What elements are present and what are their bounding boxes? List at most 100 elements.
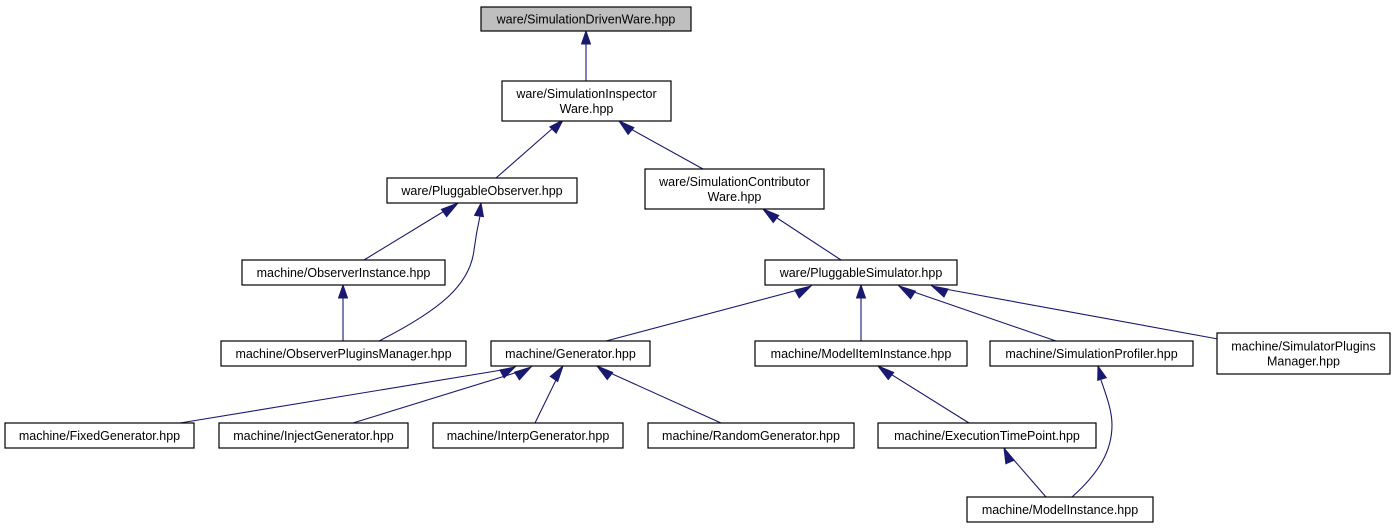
nodes-layer: ware/SimulationDrivenWare.hpp ware/Simula… bbox=[4, 6, 1391, 523]
node-n11[interactable]: machine/FixedGenerator.hpp bbox=[4, 422, 195, 449]
edge-arrowhead bbox=[549, 364, 565, 383]
node-n5[interactable]: ware/PluggableSimulator.hpp bbox=[764, 259, 958, 286]
node-n12[interactable]: machine/InjectGenerator.hpp bbox=[218, 422, 409, 449]
edge-n15-n8 bbox=[876, 364, 970, 424]
edge-n4-n2 bbox=[363, 201, 460, 261]
node-n7[interactable]: machine/Generator.hpp bbox=[490, 340, 651, 367]
node-n13[interactable]: machine/InterpGenerator.hpp bbox=[432, 422, 624, 449]
edge-line bbox=[910, 290, 1057, 342]
node-box[interactable] bbox=[241, 259, 446, 286]
edge-n3-n1 bbox=[617, 119, 704, 170]
node-box[interactable] bbox=[647, 422, 855, 449]
node-label: machine/InjectGenerator.hpp bbox=[233, 429, 394, 443]
edge-arrowhead bbox=[440, 201, 460, 218]
node-n0[interactable]: ware/SimulationDrivenWare.hpp bbox=[480, 6, 692, 32]
node-label: Manager.hpp bbox=[1267, 355, 1340, 369]
edge-line bbox=[605, 289, 799, 342]
node-label: machine/ObserverPluginsManager.hpp bbox=[235, 347, 451, 361]
edge-n7-n5 bbox=[605, 285, 813, 342]
edge-line bbox=[628, 127, 704, 170]
edge-arrowhead bbox=[761, 207, 780, 224]
edge-n6-n2 bbox=[378, 201, 485, 342]
edge-arrowhead bbox=[499, 366, 517, 379]
edge-arrowhead bbox=[513, 365, 533, 381]
node-box[interactable] bbox=[966, 496, 1154, 523]
node-box[interactable] bbox=[218, 422, 409, 449]
edge-arrowhead bbox=[897, 284, 917, 300]
node-box[interactable] bbox=[1216, 332, 1391, 375]
edge-arrowhead bbox=[617, 119, 635, 136]
edge-line bbox=[363, 209, 447, 261]
node-box[interactable] bbox=[432, 422, 624, 449]
edge-n14-n7 bbox=[595, 364, 722, 424]
edge-arrowhead bbox=[930, 285, 949, 298]
edge-arrowhead bbox=[1097, 364, 1108, 382]
edge-n9-n5 bbox=[897, 284, 1057, 342]
node-box[interactable] bbox=[754, 340, 968, 367]
node-n4[interactable]: machine/ObserverInstance.hpp bbox=[241, 259, 446, 286]
node-label: machine/InterpGenerator.hpp bbox=[447, 429, 610, 443]
edge-arrowhead bbox=[855, 283, 867, 299]
node-box[interactable] bbox=[480, 6, 692, 32]
node-label: machine/FixedGenerator.hpp bbox=[19, 429, 180, 443]
node-n2[interactable]: ware/PluggableObserver.hpp bbox=[386, 177, 578, 204]
node-n14[interactable]: machine/RandomGenerator.hpp bbox=[647, 422, 855, 449]
node-box[interactable] bbox=[764, 259, 958, 286]
node-n6[interactable]: machine/ObserverPluginsManager.hpp bbox=[220, 340, 467, 367]
node-box[interactable] bbox=[501, 80, 672, 122]
edge-line bbox=[1071, 379, 1113, 498]
node-label: machine/SimulatorPlugins bbox=[1231, 340, 1376, 354]
edge-arrowhead bbox=[548, 118, 565, 135]
node-box[interactable] bbox=[386, 177, 578, 204]
edge-n6-n4 bbox=[337, 283, 349, 341]
node-n16[interactable]: machine/ModelInstance.hpp bbox=[966, 496, 1154, 523]
node-n8[interactable]: machine/ModelItemInstance.hpp bbox=[754, 340, 968, 367]
edges-layer bbox=[179, 29, 1219, 498]
edge-n16-n15 bbox=[1003, 446, 1047, 498]
node-label: Ware.hpp bbox=[560, 102, 614, 116]
edge-n13-n7 bbox=[534, 364, 565, 424]
edge-arrowhead bbox=[794, 285, 813, 299]
node-label: machine/SimulationProfiler.hpp bbox=[1005, 347, 1177, 361]
node-box[interactable] bbox=[877, 422, 1097, 449]
edge-n10-n5 bbox=[930, 285, 1219, 340]
edge-arrowhead bbox=[337, 283, 349, 299]
edge-line bbox=[773, 215, 842, 261]
node-label: Ware.hpp bbox=[708, 190, 762, 204]
edge-n11-n7 bbox=[179, 366, 517, 424]
node-label: ware/PluggableSimulator.hpp bbox=[779, 266, 943, 280]
edge-n5-n3 bbox=[761, 207, 842, 261]
node-box[interactable] bbox=[490, 340, 651, 367]
node-box[interactable] bbox=[4, 422, 195, 449]
node-label: machine/ModelInstance.hpp bbox=[982, 503, 1138, 517]
edge-line bbox=[495, 127, 554, 179]
edge-n12-n7 bbox=[352, 365, 533, 424]
edge-line bbox=[888, 372, 970, 424]
edge-line bbox=[352, 371, 519, 424]
node-box[interactable] bbox=[644, 168, 825, 210]
node-box[interactable] bbox=[989, 340, 1194, 367]
edge-line bbox=[179, 369, 503, 424]
node-n9[interactable]: machine/SimulationProfiler.hpp bbox=[989, 340, 1194, 367]
edge-arrowhead bbox=[580, 29, 592, 45]
node-label: machine/ExecutionTimePoint.hpp bbox=[894, 429, 1080, 443]
edge-line bbox=[944, 288, 1219, 340]
node-label: ware/SimulationInspector bbox=[515, 87, 656, 101]
edge-n8-n5 bbox=[855, 283, 867, 341]
node-label: machine/Generator.hpp bbox=[505, 347, 636, 361]
node-label: ware/SimulationDrivenWare.hpp bbox=[496, 13, 676, 27]
node-label: machine/RandomGenerator.hpp bbox=[662, 429, 840, 443]
edge-n1-n0 bbox=[580, 29, 592, 81]
node-box[interactable] bbox=[220, 340, 467, 367]
edge-line bbox=[378, 215, 481, 342]
node-n15[interactable]: machine/ExecutionTimePoint.hpp bbox=[877, 422, 1097, 449]
edge-n2-n1 bbox=[495, 118, 565, 179]
edge-line bbox=[607, 371, 722, 424]
edge-line bbox=[1012, 458, 1047, 498]
edge-arrowhead bbox=[595, 364, 614, 381]
node-label: machine/ObserverInstance.hpp bbox=[257, 266, 431, 280]
